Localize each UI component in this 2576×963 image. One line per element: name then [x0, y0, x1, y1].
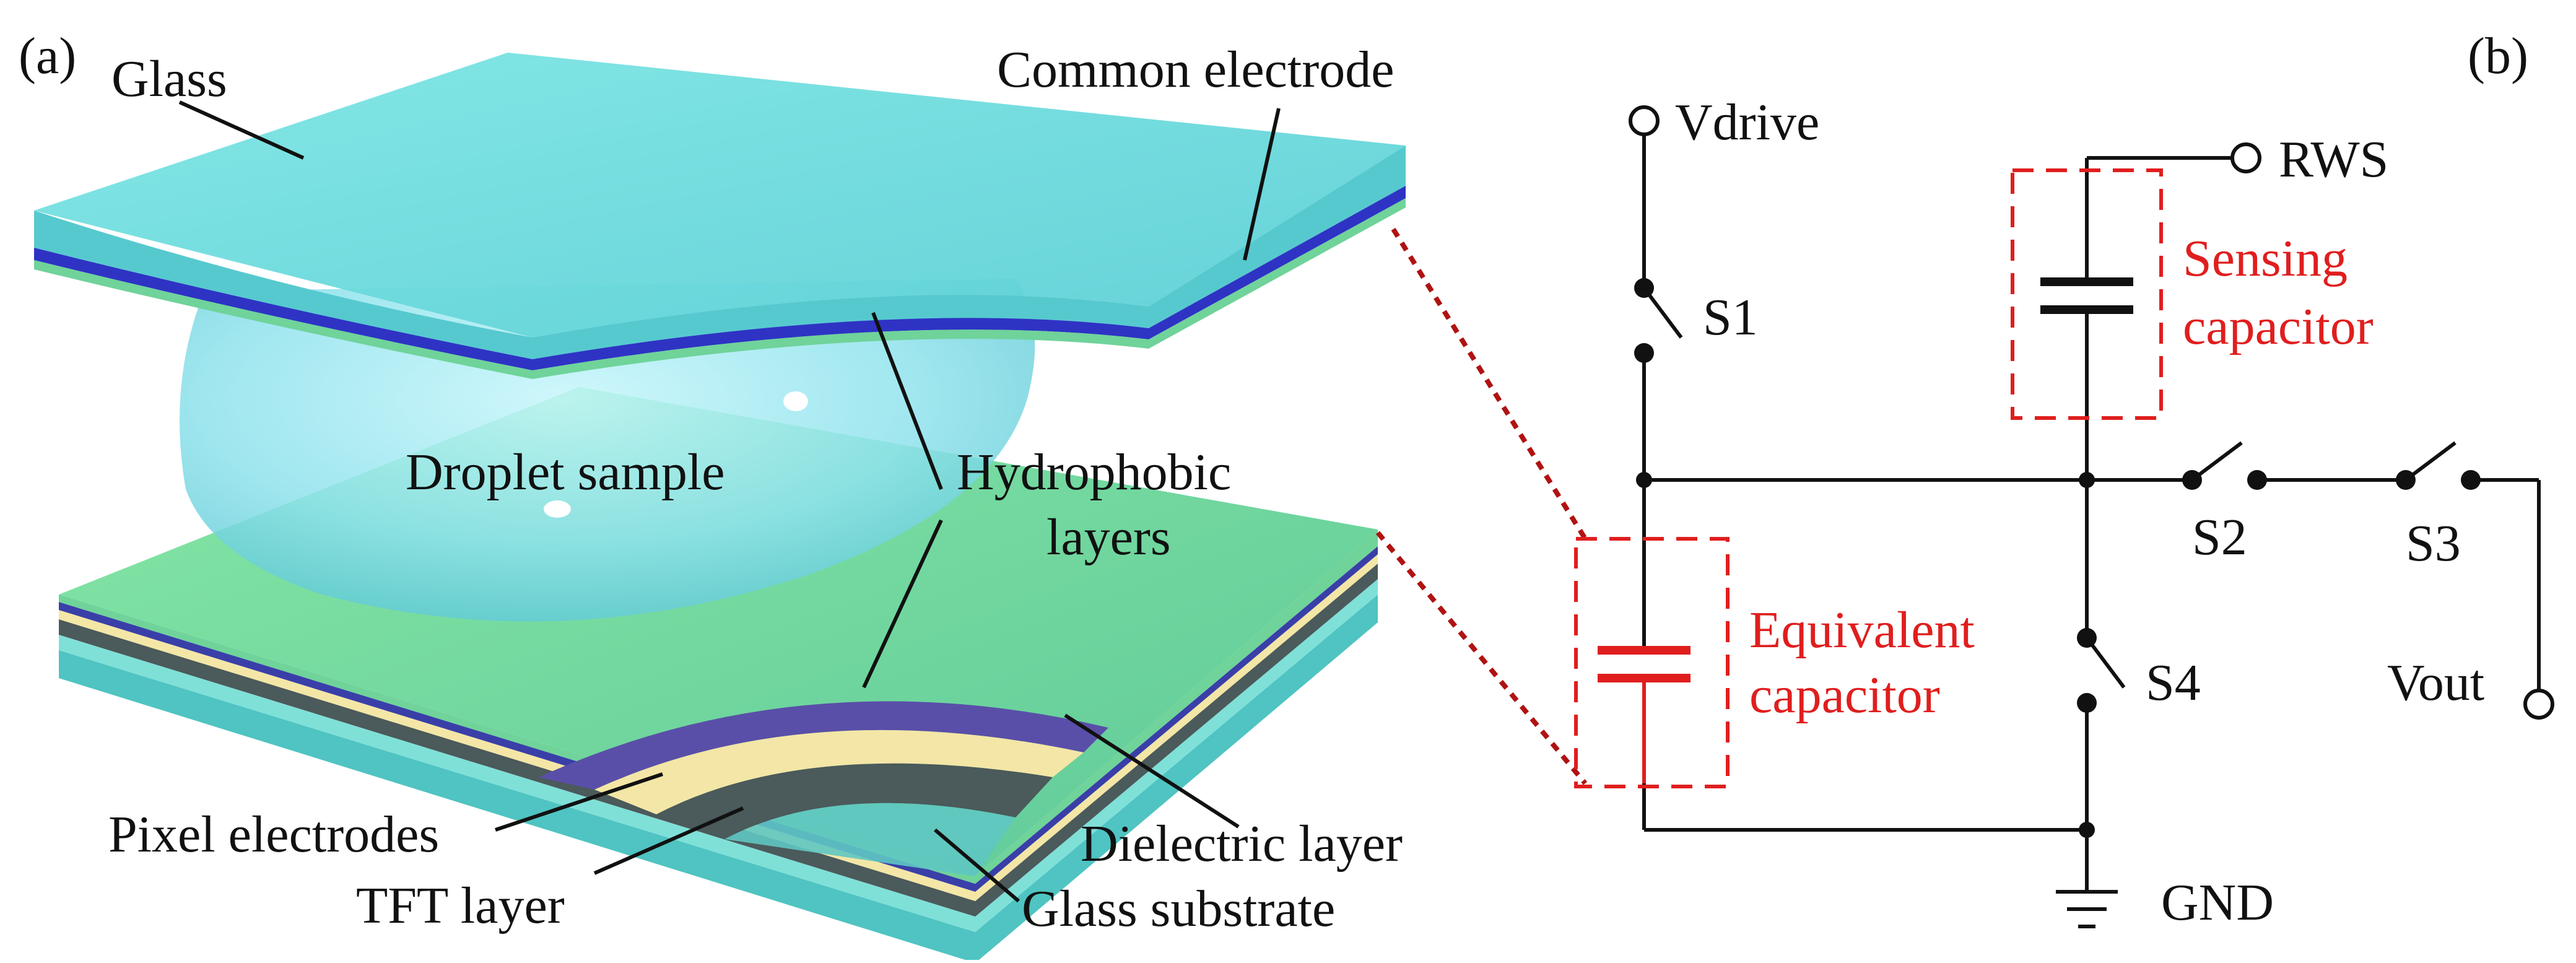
rws-label: RWS	[2279, 131, 2388, 188]
leader-dielectric-layer	[1064, 713, 1240, 829]
leader-hydrophobic-top	[871, 312, 943, 490]
leader-hydrophobic-bottom	[862, 519, 943, 689]
device-illustration: (a) Glass Common electrode Droplet sampl…	[19, 27, 1588, 963]
hydrophobic-label-line2: layers	[1046, 508, 1171, 566]
panel-label-a: (a)	[19, 27, 76, 85]
droplet-highlight-2	[544, 500, 571, 518]
droplet-highlight-1	[783, 391, 808, 411]
s1-label: S1	[1703, 289, 1758, 346]
panel-label-b: (b)	[2468, 27, 2528, 85]
glass-substrate-label: Glass substrate	[1022, 880, 1335, 938]
vdrive-label: Vdrive	[1675, 94, 1819, 151]
rws-terminal	[2230, 142, 2261, 173]
connector-bottom-dotted	[1375, 531, 1588, 785]
glass-label: Glass	[111, 50, 227, 108]
cutaway-glass	[724, 803, 1016, 876]
circuit-schematic: (b) Vdrive S1 Equivalent capacitor RWS	[1574, 27, 2554, 931]
eqcap-highlight-box	[1574, 537, 1730, 788]
leader-common-electrode	[1243, 108, 1281, 261]
droplet	[180, 279, 1035, 622]
top-glass-surface	[34, 53, 1406, 338]
hydrophobic-label-line1: Hydrophobic	[957, 443, 1231, 501]
s2-blade	[2191, 441, 2243, 482]
leader-glass	[178, 100, 305, 160]
s3-blade	[2404, 441, 2456, 482]
equivalent-capacitor-label-line2: capacitor	[1749, 666, 1940, 724]
vout-label: Vout	[2387, 654, 2484, 712]
dielectric-layer-label: Dielectric layer	[1081, 815, 1403, 873]
cutaway-tft	[656, 763, 1053, 839]
leader-pixel-electrodes	[495, 772, 663, 832]
vdrive-terminal	[1629, 105, 1660, 136]
vout-terminal	[2523, 689, 2554, 720]
s4-label: S4	[2146, 654, 2201, 712]
top-glass-edge	[34, 146, 1406, 359]
cutaway-pixel-electrodes	[594, 730, 1084, 814]
top-hydrophobic-band	[34, 198, 1406, 379]
common-electrode-band	[34, 186, 1406, 370]
cutaway-dielectric	[539, 701, 1108, 790]
sensing-capacitor-label-line1: Sensing	[2183, 230, 2348, 287]
sensing-capacitor-label-line2: capacitor	[2183, 298, 2374, 355]
pixel-electrodes-label: Pixel electrodes	[108, 806, 439, 863]
sencap-highlight-box	[2011, 168, 2163, 420]
leader-tft-layer	[593, 806, 744, 875]
s2-label: S2	[2192, 508, 2247, 566]
s3-label: S3	[2406, 515, 2461, 572]
gnd-label: GND	[2161, 874, 2274, 931]
s1-blade	[1642, 287, 1683, 339]
equivalent-capacitor-label-line1: Equivalent	[1749, 601, 1975, 659]
top-plate	[34, 53, 1406, 379]
s4-blade	[2085, 637, 2126, 689]
tft-layer-label: TFT layer	[356, 877, 565, 935]
leader-glass-substrate	[934, 828, 1020, 903]
droplet-sample-label: Droplet sample	[406, 443, 725, 501]
connector-top-dotted	[1391, 227, 1588, 541]
droplet-body	[180, 279, 1035, 622]
common-electrode-label: Common electrode	[997, 41, 1394, 98]
